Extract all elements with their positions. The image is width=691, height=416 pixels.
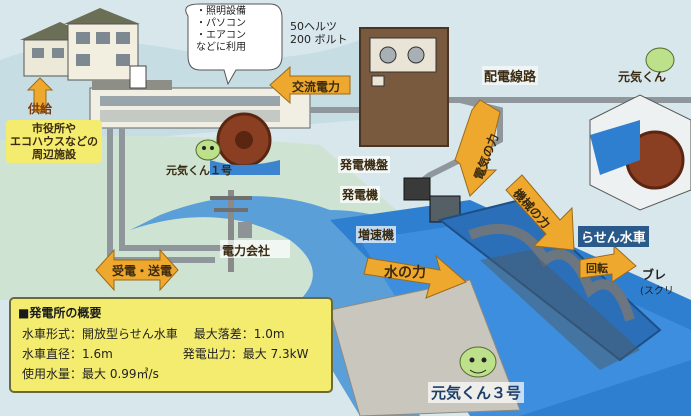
overview-row-right: 最大落差：1.0m: [193, 327, 285, 341]
label-genki-3: 元気くん３号: [428, 382, 525, 403]
overview-rows: 水車形式：開放型らせん水車 最大落差：1.0m 水車直径：1.6m 発電出力：最大 …: [22, 324, 309, 384]
overview-row-left: 水車直径：1.6m: [22, 347, 113, 361]
utility-pole: [210, 190, 252, 272]
bubble-item-2: ・パソコン: [196, 18, 246, 29]
mascot-genki-3: [459, 346, 497, 378]
overview-row-left: 水車形式：開放型らせん水車: [22, 327, 178, 341]
overview-panel: [9, 297, 333, 393]
bubble-tail: などに利用: [196, 42, 246, 53]
power-station: [89, 65, 311, 129]
label-receive-send: 受電・送電: [112, 264, 173, 278]
bubble-list: ・照明設備 ・パソコン ・エアコン などに利用: [196, 6, 246, 54]
label-panel: 発電機盤: [338, 156, 391, 173]
overview-row-right: 発電出力：最大 7.3kW: [182, 347, 309, 361]
mascot-genki-top: [645, 47, 675, 73]
arrow-water-force: [363, 254, 467, 299]
label-power-company: 電力会社: [222, 244, 271, 258]
voltage-text: 200 ボルト: [290, 33, 348, 46]
house-right: [64, 8, 140, 81]
label-rotation: 回転: [586, 262, 608, 275]
frequency-text: 50ヘルツ: [290, 20, 337, 33]
facility-line-3: 周辺施設: [32, 148, 76, 161]
generator-panel: [359, 27, 449, 147]
label-generator: 発電機: [340, 186, 381, 203]
label-blade-2: (スクリ: [640, 286, 674, 297]
arrow-mechanical-force: [505, 174, 575, 251]
label-genki-1: 元気くん１号: [166, 164, 232, 177]
arrow-rotation: [579, 244, 637, 283]
overview-row: 水車直径：1.6m 発電出力：最大 7.3kW: [22, 344, 309, 364]
arrows: [26, 65, 637, 299]
label-ac-power: 交流電力: [292, 80, 341, 94]
arrow-electric-force: [454, 99, 501, 197]
water-wheel-1: [210, 112, 280, 175]
bubble-item-3: ・エアコン: [196, 30, 246, 41]
power-company-box: [220, 240, 290, 258]
generator-unit: [403, 177, 461, 223]
spiral-turbine: [437, 198, 662, 370]
mascot-genki-1: [195, 139, 221, 161]
overview-row: 水車形式：開放型らせん水車 最大落差：1.0m: [22, 324, 309, 344]
overview-row: 使用水量：最大 0.99㎥/s: [22, 364, 309, 384]
bubble-item-1: ・照明設備: [196, 6, 246, 17]
label-spiral-wheel: らせん水車: [578, 226, 649, 247]
speech-bubble: [185, 3, 283, 86]
label-gearbox: 増速機: [356, 226, 397, 243]
label-blade: ブレ: [642, 268, 667, 282]
facility-line-1: 市役所や: [32, 122, 76, 135]
arrow-supply: [26, 77, 54, 113]
overview-title: ■発電所の概要: [18, 306, 102, 320]
arrow-ac-power: [269, 65, 351, 105]
label-supply: 供給: [28, 102, 53, 116]
label-facility: 市役所や エコハウスなどの 周辺施設: [6, 120, 102, 163]
overview-row-left: 使用水量：最大 0.99㎥/s: [22, 367, 159, 381]
label-water-force: 水の力: [384, 265, 426, 281]
facility-line-2: エコハウスなどの: [10, 135, 98, 148]
voltage-spec: 50ヘルツ 200 ボルト: [290, 20, 348, 46]
label-genki-top: 元気くん: [618, 70, 667, 84]
label-distribution-line: 配電線路: [482, 66, 539, 85]
arrow-receive-send: [95, 248, 179, 292]
water-wheel-2: [589, 94, 691, 211]
